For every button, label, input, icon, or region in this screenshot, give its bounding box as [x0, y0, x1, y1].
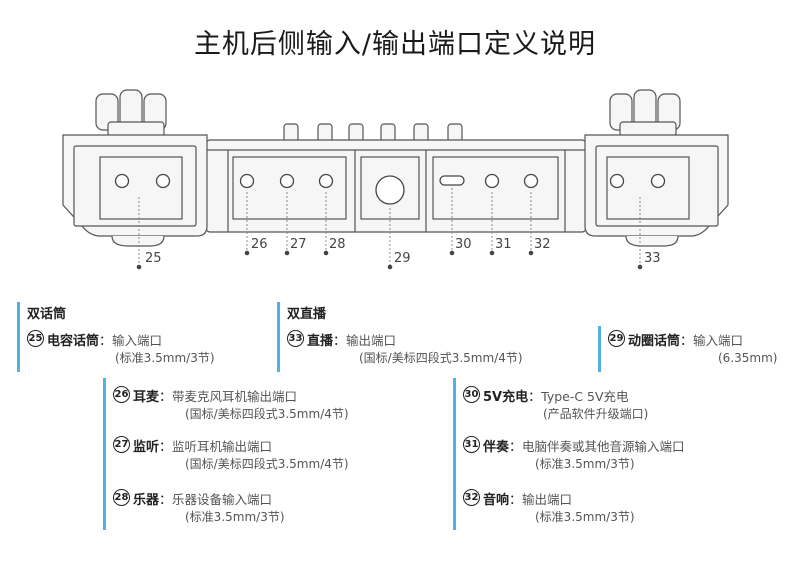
- port-number-33: 33: [644, 251, 661, 266]
- port-spec: (标准3.5mm/3节): [115, 351, 215, 365]
- port-description: 输入端口: [112, 333, 163, 348]
- accent-bar-middle-top: [277, 302, 280, 372]
- port-number-30: 30: [455, 237, 472, 252]
- port-description: Type-C 5V充电: [541, 389, 629, 404]
- jack-28-icon: [318, 173, 334, 189]
- usb-c-port-icon: [439, 175, 465, 186]
- accent-bar-left-top: [17, 302, 20, 372]
- port-spec: (国标/美标四段式3.5mm/4节): [185, 457, 349, 471]
- group-heading-dual-mic: 双话筒: [27, 307, 67, 322]
- label-colon: ：: [528, 390, 542, 405]
- port-number-badge: 25: [27, 330, 44, 347]
- label-colon: ：: [159, 440, 173, 455]
- port-item-26: 26 耳麦：带麦克风耳机输出端口 (国标/美标四段式3.5mm/4节): [113, 386, 349, 423]
- jack-29-icon: [375, 175, 405, 205]
- port-spec: (产品软件升级端口): [543, 407, 649, 421]
- group-heading-dual-live: 双直播: [287, 307, 327, 322]
- port-number-31: 31: [495, 237, 512, 252]
- port-number-badge: 30: [463, 386, 480, 403]
- port-item-27: 27 监听：监听耳机输出端口 (国标/美标四段式3.5mm/4节): [113, 436, 349, 473]
- port-item-32: 32 音响：输出端口 (标准3.5mm/3节): [463, 489, 635, 526]
- port-spec: (标准3.5mm/3节): [185, 510, 285, 524]
- port-description: 监听耳机输出端口: [172, 439, 273, 454]
- port-number-28: 28: [329, 237, 346, 252]
- port-item-29: 29 动圈话筒：输入端口 (6.35mm): [608, 330, 777, 367]
- port-number-25: 25: [145, 251, 162, 266]
- port-label: 音响: [483, 493, 510, 508]
- port-label: 直播: [307, 334, 334, 349]
- port-number-32: 32: [534, 237, 551, 252]
- port-description: 带麦克风耳机输出端口: [172, 389, 298, 404]
- port-description: 电脑伴奏或其他音源输入端口: [522, 439, 685, 454]
- accent-bar-right-top: [598, 326, 601, 372]
- port-description: 输入端口: [693, 333, 744, 348]
- port-spec: (标准3.5mm/3节): [535, 510, 635, 524]
- port-item-28: 28 乐器：乐器设备输入端口 (标准3.5mm/3节): [113, 489, 285, 526]
- jack-27-icon: [279, 173, 295, 189]
- label-colon: ：: [509, 493, 523, 508]
- port-number-27: 27: [290, 237, 307, 252]
- port-label: 电容话筒: [47, 334, 100, 349]
- top-knobs-icon: [283, 123, 463, 143]
- port-number-26: 26: [251, 237, 268, 252]
- label-colon: ：: [509, 440, 523, 455]
- left-knob-cluster-icon: [95, 89, 167, 137]
- port-number-badge: 32: [463, 489, 480, 506]
- device-rear-diagram: 25 26 27 28 29 30 31 32 33: [62, 89, 729, 270]
- port-number-29: 29: [394, 251, 411, 266]
- port-spec: (国标/美标四段式3.5mm/4节): [359, 351, 523, 365]
- port-item-25: 25 电容话筒：输入端口 (标准3.5mm/3节): [27, 330, 215, 367]
- port-label: 伴奏: [483, 440, 510, 455]
- port-number-badge: 26: [113, 386, 130, 403]
- port-number-badge: 29: [608, 330, 625, 347]
- page-title: 主机后侧输入/输出端口定义说明: [193, 29, 597, 60]
- port-label: 乐器: [133, 493, 160, 508]
- port-description: 输出端口: [522, 492, 573, 507]
- port-label: 5V充电: [483, 390, 529, 405]
- jack-32-icon: [523, 173, 539, 189]
- accent-bar-right-bottom: [453, 378, 456, 530]
- jack-33b-icon: [650, 173, 666, 189]
- port-item-30: 30 5V充电：Type-C 5V充电 (产品软件升级端口): [463, 386, 648, 423]
- label-colon: ：: [333, 334, 347, 349]
- port-item-31: 31 伴奏：电脑伴奏或其他音源输入端口 (标准3.5mm/3节): [463, 436, 685, 473]
- label-colon: ：: [99, 334, 113, 349]
- port-label: 动圈话筒: [628, 334, 681, 349]
- label-colon: ：: [159, 493, 173, 508]
- port-number-badge: 27: [113, 436, 130, 453]
- port-number-badge: 31: [463, 436, 480, 453]
- port-description: 乐器设备输入端口: [172, 492, 273, 507]
- port-spec: (6.35mm): [718, 351, 778, 365]
- port-number-badge: 33: [287, 330, 304, 347]
- jack-25a-icon: [114, 173, 130, 189]
- port-description: 输出端口: [346, 333, 397, 348]
- label-colon: ：: [680, 334, 694, 349]
- port-number-badge: 28: [113, 489, 130, 506]
- port-label: 耳麦: [133, 390, 160, 405]
- port-spec: (标准3.5mm/3节): [535, 457, 635, 471]
- jack-33a-icon: [609, 173, 625, 189]
- jack-25b-icon: [155, 173, 171, 189]
- port-item-33: 33 直播：输出端口 (国标/美标四段式3.5mm/4节): [287, 330, 523, 367]
- port-label: 监听: [133, 440, 160, 455]
- port-spec: (国标/美标四段式3.5mm/4节): [185, 407, 349, 421]
- label-colon: ：: [159, 390, 173, 405]
- accent-bar-left-bottom: [103, 378, 106, 530]
- jack-26-icon: [239, 173, 255, 189]
- right-knob-cluster-icon: [609, 89, 681, 137]
- jack-31-icon: [484, 173, 500, 189]
